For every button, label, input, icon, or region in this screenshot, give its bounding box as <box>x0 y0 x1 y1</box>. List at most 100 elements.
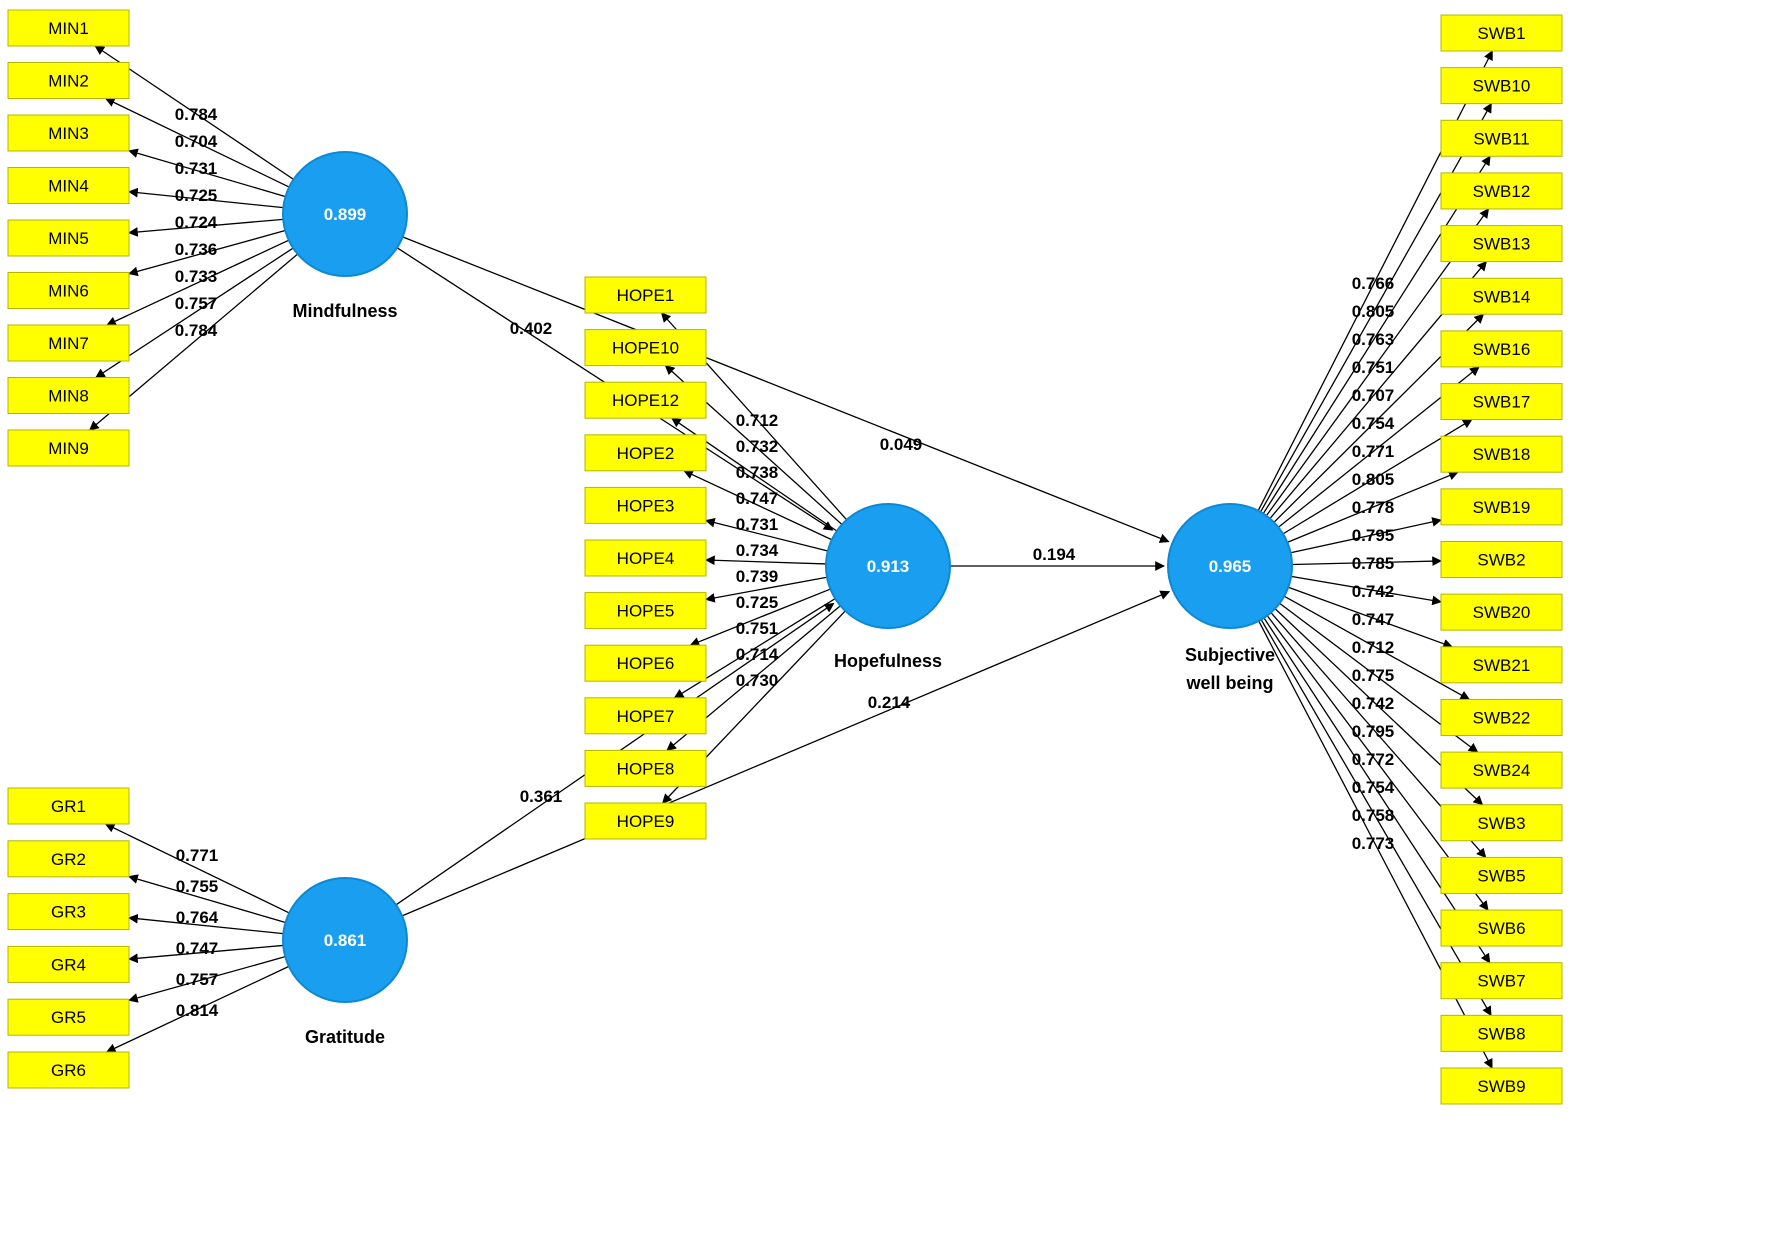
loading-arrow-hope4 <box>705 555 827 566</box>
indicator-label-swb13: SWB13 <box>1473 235 1531 254</box>
construct-name-swb-line-1: well being <box>1185 673 1273 693</box>
indicator-label-swb21: SWB21 <box>1473 656 1531 675</box>
loading-arrow-hope6 <box>689 588 831 647</box>
indicator-box-gr5 <box>7 998 130 1036</box>
loading-value-swb1: 0.766 <box>1352 274 1395 293</box>
loading-value-swb21: 0.747 <box>1352 610 1395 629</box>
path-coefficient-gratitude-to-hopefulness: 0.361 <box>520 787 563 806</box>
indicator-label-hope1: HOPE1 <box>617 286 675 305</box>
indicator-label-min9: MIN9 <box>48 439 89 458</box>
loading-value-hope1: 0.712 <box>736 411 779 430</box>
loading-arrow-swb11 <box>1262 155 1491 515</box>
indicator-label-min2: MIN2 <box>48 72 89 91</box>
loading-value-min1: 0.784 <box>175 105 218 124</box>
construct-value-mindfulness: 0.899 <box>324 205 367 224</box>
indicator-box-min1 <box>7 9 130 47</box>
loading-arrow-min6 <box>128 229 286 277</box>
construct-circle-mindfulness <box>282 151 408 277</box>
loading-value-gr3: 0.764 <box>176 908 219 927</box>
loading-arrow-swb22 <box>1283 595 1471 701</box>
indicator-label-swb12: SWB12 <box>1473 182 1531 201</box>
indicator-label-swb5: SWB5 <box>1477 866 1525 885</box>
loading-value-hope6: 0.725 <box>736 593 779 612</box>
loading-value-swb17: 0.805 <box>1352 470 1395 489</box>
indicator-box-hope1 <box>584 276 707 314</box>
indicator-label-swb22: SWB22 <box>1473 708 1531 727</box>
indicator-box-hope5 <box>584 592 707 630</box>
indicator-label-swb17: SWB17 <box>1473 393 1531 412</box>
indicator-label-gr3: GR3 <box>51 903 86 922</box>
indicator-box-swb3 <box>1440 804 1563 842</box>
indicator-box-swb6 <box>1440 909 1563 947</box>
indicator-label-swb11: SWB11 <box>1473 129 1529 148</box>
indicator-label-swb16: SWB16 <box>1473 340 1531 359</box>
indicator-box-min2 <box>7 62 130 99</box>
indicator-box-swb11 <box>1440 119 1563 157</box>
loading-arrow-min2 <box>104 97 290 188</box>
loading-value-min2: 0.704 <box>175 132 218 151</box>
indicator-box-gr4 <box>7 945 130 983</box>
indicator-label-hope3: HOPE3 <box>617 496 675 515</box>
indicator-box-min4 <box>7 167 130 204</box>
indicator-box-hope4 <box>584 539 707 577</box>
indicator-label-min5: MIN5 <box>48 229 89 248</box>
loading-arrow-min4 <box>128 187 284 209</box>
indicator-box-swb12 <box>1440 172 1563 210</box>
indicator-box-swb18 <box>1440 435 1563 473</box>
indicator-label-swb19: SWB19 <box>1473 498 1531 517</box>
loading-value-min5: 0.724 <box>175 213 218 232</box>
loading-arrow-swb21 <box>1288 586 1453 649</box>
loading-value-swb5: 0.795 <box>1352 722 1395 741</box>
indicator-label-swb2: SWB2 <box>1477 551 1525 570</box>
indicator-boxes-layer: MIN1MIN2MIN3MIN4MIN5MIN6MIN7MIN8MIN9GR1G… <box>7 9 1563 1105</box>
loading-arrow-min7 <box>106 239 290 326</box>
loading-arrow-swb19 <box>1290 517 1442 554</box>
indicator-box-swb9 <box>1440 1067 1563 1105</box>
loading-arrow-gr6 <box>105 965 290 1053</box>
indicator-label-hope8: HOPE8 <box>617 759 675 778</box>
loading-arrow-swb2 <box>1291 556 1442 567</box>
indicator-label-min1: MIN1 <box>48 19 89 38</box>
loading-arrow-hope2 <box>683 470 833 541</box>
loading-value-swb19: 0.795 <box>1352 526 1395 545</box>
indicator-box-gr1 <box>7 787 130 825</box>
construct-value-swb: 0.965 <box>1209 557 1252 576</box>
loading-arrow-gr4 <box>128 944 284 964</box>
indicator-box-hope7 <box>584 697 707 735</box>
loading-value-min4: 0.725 <box>175 186 218 205</box>
loading-value-swb3: 0.742 <box>1352 694 1395 713</box>
construct-value-hopefulness: 0.913 <box>867 557 910 576</box>
loading-value-gr1: 0.771 <box>176 846 219 865</box>
indicator-box-hope3 <box>584 486 707 524</box>
loading-value-gr6: 0.814 <box>176 1001 219 1020</box>
loading-value-swb18: 0.778 <box>1352 498 1395 517</box>
indicator-label-hope10: HOPE10 <box>612 339 679 358</box>
indicator-box-min3 <box>7 114 130 152</box>
loading-arrow-swb20 <box>1291 575 1442 606</box>
path-coefficient-mindfulness-to-swb: 0.049 <box>880 435 923 454</box>
construct-name-hopefulness-line-0: Hopefulness <box>834 651 942 671</box>
indicator-box-swb21 <box>1440 646 1563 684</box>
path-coefficient-hopefulness-to-swb: 0.194 <box>1033 545 1076 564</box>
loading-value-swb14: 0.754 <box>1352 414 1395 433</box>
indicator-box-hope12 <box>584 381 707 419</box>
loading-value-gr5: 0.757 <box>176 970 219 989</box>
construct-circle-hopefulness <box>825 503 951 629</box>
loading-value-hope4: 0.734 <box>736 541 779 560</box>
indicator-box-min5 <box>7 219 130 257</box>
loading-arrow-swb8 <box>1260 619 1492 1017</box>
indicator-label-swb6: SWB6 <box>1477 919 1525 938</box>
indicator-label-gr1: GR1 <box>51 797 86 816</box>
indicator-label-swb8: SWB8 <box>1477 1024 1525 1043</box>
indicator-label-hope4: HOPE4 <box>617 549 675 568</box>
indicator-box-hope8 <box>584 749 707 787</box>
loading-arrow-gr1 <box>104 823 290 914</box>
path-arrow-mindfulness-to-swb <box>402 236 1170 543</box>
indicator-box-hope2 <box>584 434 707 472</box>
indicator-label-swb1: SWB1 <box>1477 24 1525 43</box>
indicator-label-hope6: HOPE6 <box>617 654 675 673</box>
loading-value-hope3: 0.731 <box>736 515 779 534</box>
indicator-label-gr5: GR5 <box>51 1008 86 1027</box>
